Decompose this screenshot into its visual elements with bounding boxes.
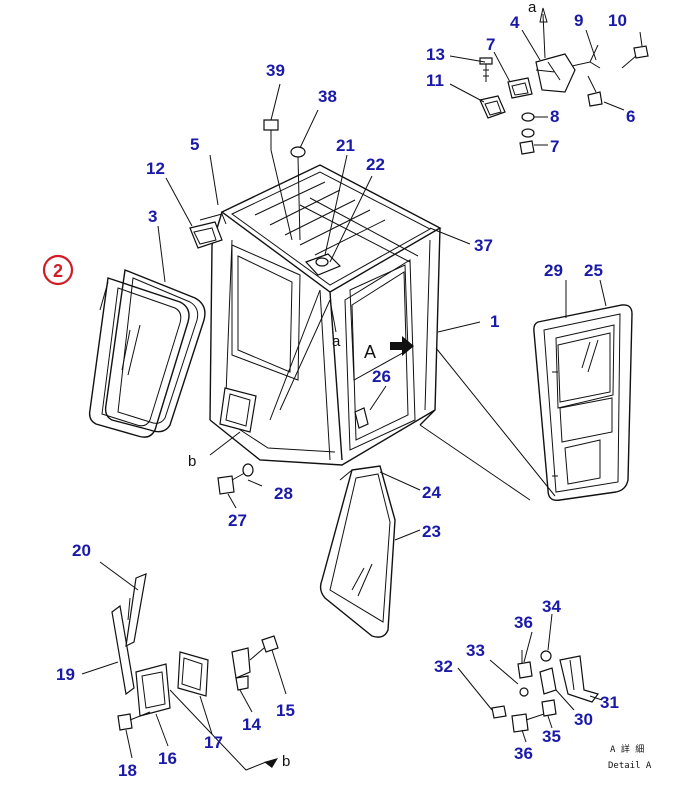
label-29: 29 <box>544 261 563 280</box>
window-glass-3 <box>104 269 206 433</box>
label-15: 15 <box>276 701 295 720</box>
detail-caption-jp: A 詳 細 <box>610 743 644 755</box>
label-22: 22 <box>366 155 385 174</box>
label-26: 26 <box>372 367 391 386</box>
mount-14-15 <box>231 635 279 691</box>
label-11: 11 <box>426 71 444 90</box>
label-36b: 36 <box>514 744 533 763</box>
label-20: 20 <box>72 541 91 560</box>
label-6: 6 <box>626 107 635 126</box>
ref-b-left: b <box>188 453 196 470</box>
part-labels: 1 3 4 5 6 7 7 8 9 10 11 12 13 14 15 16 1… <box>56 11 635 780</box>
window-piece-b <box>219 387 257 433</box>
ref-a-top: a <box>528 0 537 16</box>
ref-a-mid: a <box>332 333 341 350</box>
label-27: 27 <box>228 511 247 530</box>
label-12: 12 <box>146 159 165 178</box>
leader-lines <box>81 29 643 771</box>
bolt-10 <box>621 45 649 69</box>
mirror-bracket-19-20 <box>111 573 147 696</box>
label-4: 4 <box>510 13 520 32</box>
label-24: 24 <box>422 483 441 502</box>
label-8: 8 <box>550 107 559 126</box>
label-13: 13 <box>426 45 445 64</box>
lamp-bracket-12 <box>189 213 227 249</box>
ref-b-bottom: b <box>282 753 290 770</box>
label-28: 28 <box>274 484 293 503</box>
label-36a: 36 <box>514 613 533 632</box>
bolt-39 <box>263 119 293 241</box>
label-34: 34 <box>542 597 561 616</box>
lens-7-11 <box>479 77 533 119</box>
label-23: 23 <box>422 522 441 541</box>
detail-caption-en: Detail A <box>608 761 652 771</box>
washer-8 <box>519 112 535 155</box>
label-33: 33 <box>466 641 485 660</box>
washer-28 <box>242 463 254 477</box>
label-3: 3 <box>148 207 157 226</box>
door-glass-24-23 <box>319 465 396 638</box>
label-18: 18 <box>118 761 137 780</box>
label-21: 21 <box>336 136 355 155</box>
plate-16-17 <box>135 651 209 717</box>
reference-letters: a a b b A <box>188 0 537 770</box>
label-7b: 7 <box>550 137 559 156</box>
label-31: 31 <box>600 693 619 712</box>
ref-view-a: A <box>364 342 376 362</box>
label-16: 16 <box>158 749 177 768</box>
label-19: 19 <box>56 665 75 684</box>
label-37: 37 <box>474 236 493 255</box>
bolt-13 <box>479 57 493 82</box>
label-25: 25 <box>584 261 603 280</box>
bolt-18 <box>117 711 151 731</box>
window-glass-2 <box>88 277 190 438</box>
label-39: 39 <box>266 61 285 80</box>
label-32: 32 <box>434 657 453 676</box>
view-arrow-a <box>390 336 414 356</box>
cap-38 <box>290 146 306 241</box>
label-7a: 7 <box>486 35 495 54</box>
label-38: 38 <box>318 87 337 106</box>
door-assembly-25-29 <box>533 304 633 501</box>
cab-frame <box>209 164 442 466</box>
label-14: 14 <box>242 715 261 734</box>
highlight-label: 2 <box>53 261 63 281</box>
detail-caption: A 詳 細 Detail A <box>608 743 652 771</box>
label-17: 17 <box>204 733 223 752</box>
label-10: 10 <box>608 11 627 30</box>
label-9: 9 <box>574 11 583 30</box>
highlight-callout: 2 <box>42 254 109 311</box>
detail-a-parts <box>491 650 600 733</box>
bolt-6 <box>587 75 603 107</box>
latch-26 <box>354 407 369 429</box>
label-1: 1 <box>490 312 499 331</box>
label-5: 5 <box>190 135 199 154</box>
label-30: 30 <box>574 710 593 729</box>
bolt-27 <box>217 469 251 495</box>
label-35: 35 <box>542 727 561 746</box>
lamp-assembly-4 <box>535 7 601 93</box>
